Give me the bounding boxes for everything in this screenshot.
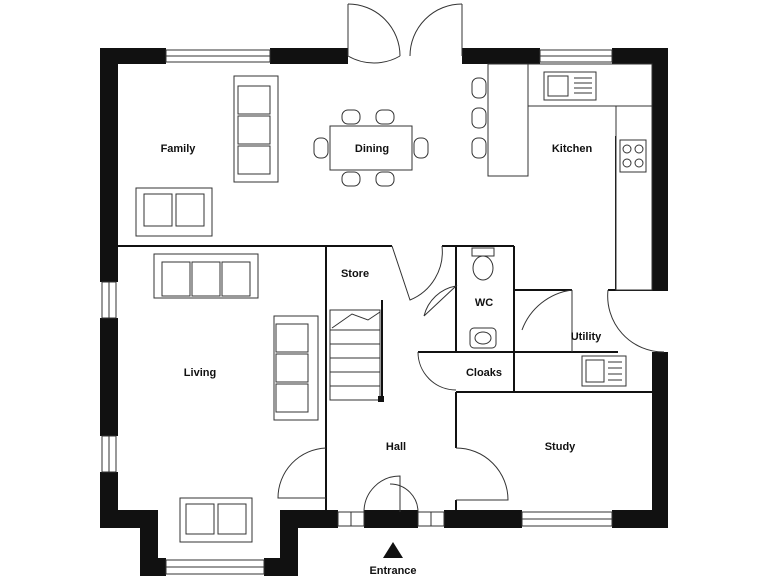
room-label-living: Living xyxy=(184,367,216,379)
entrance-arrow-icon xyxy=(383,542,403,558)
wc-furniture xyxy=(469,247,497,349)
windows xyxy=(101,49,613,575)
entrance-label: Entrance xyxy=(369,565,416,576)
utility-furniture xyxy=(581,355,627,387)
entrance-marker: Entrance xyxy=(369,542,417,576)
doors xyxy=(277,3,665,513)
living-furniture xyxy=(153,253,319,543)
room-label-cloaks: Cloaks xyxy=(466,367,502,379)
room-label-store: Store xyxy=(341,268,369,280)
room-label-dining: Dining xyxy=(355,143,389,155)
room-labels: Family Dining Kitchen Store WC Utility L… xyxy=(161,143,603,453)
room-label-study: Study xyxy=(545,441,576,453)
staircase xyxy=(329,309,384,402)
room-label-utility: Utility xyxy=(571,331,602,343)
room-label-hall: Hall xyxy=(386,441,406,453)
room-label-wc: WC xyxy=(475,297,493,309)
kitchen-furniture xyxy=(471,63,653,291)
dining-furniture xyxy=(313,109,429,187)
exterior-walls xyxy=(100,48,668,576)
room-label-kitchen: Kitchen xyxy=(552,143,593,155)
room-label-family: Family xyxy=(161,143,197,155)
family-furniture xyxy=(135,75,279,237)
